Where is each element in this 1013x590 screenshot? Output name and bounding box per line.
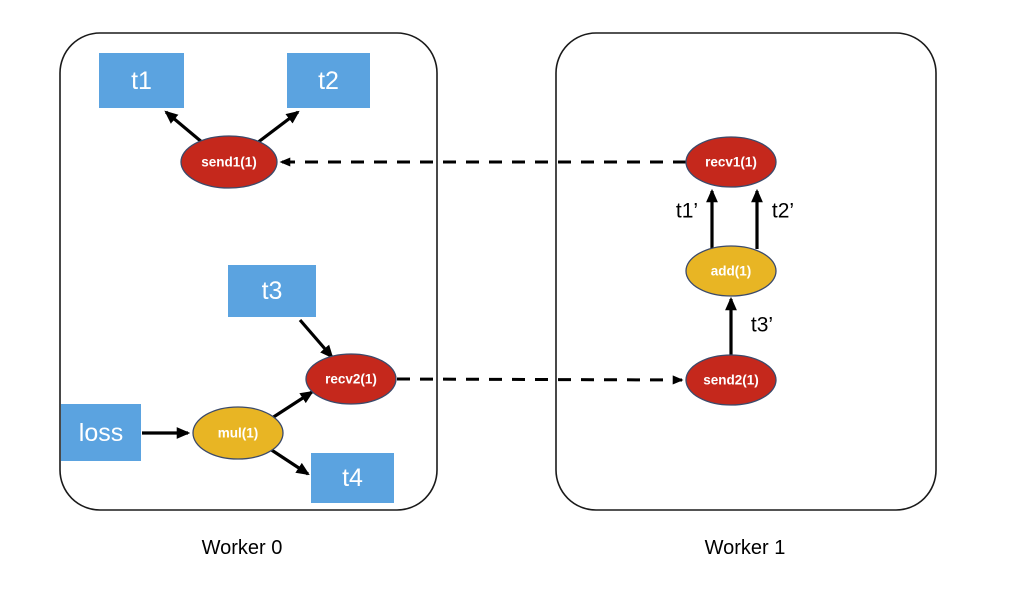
node-t1-shape[interactable] <box>99 53 184 108</box>
node-mul[interactable]: mul(1) <box>192 406 284 460</box>
edge-send1-to-t2 <box>256 110 300 145</box>
node-add[interactable]: add(1) <box>685 245 777 297</box>
node-loss-label: loss <box>79 419 123 447</box>
node-send2-label: send2(1) <box>703 373 759 388</box>
node-t4-shape[interactable] <box>311 453 394 503</box>
edge-t3-to-recv2 <box>298 318 334 359</box>
node-add-label: add(1) <box>711 264 752 279</box>
worker-0-caption: Worker 0 <box>202 537 283 559</box>
node-t2-label: t2 <box>318 67 339 95</box>
edge-labels-group: t1’ t2’ t3’ <box>676 200 794 337</box>
node-send2[interactable]: send2(1) <box>685 354 777 406</box>
node-recv1[interactable]: recv1(1) <box>685 136 777 188</box>
edge-label-t3-prime: t3’ <box>751 314 773 337</box>
node-send1-label: send1(1) <box>201 155 257 170</box>
node-t2[interactable]: t2 <box>287 53 370 108</box>
node-recv1-shape[interactable] <box>685 136 777 188</box>
worker-1-edges-group <box>706 188 763 357</box>
node-send2-shape[interactable] <box>685 354 777 406</box>
edge-recv2-to-send2 <box>396 375 684 385</box>
edge-label-t2-prime: t2’ <box>772 200 794 223</box>
node-t3-label: t3 <box>262 277 283 305</box>
node-recv2[interactable]: recv2(1) <box>305 353 397 405</box>
worker-0-nodes-group: t1 t2 send1(1) t3 recv2(1) loss <box>61 53 397 503</box>
node-t1-label: t1 <box>131 67 152 95</box>
node-t4[interactable]: t4 <box>311 453 394 503</box>
edge-label-t1-prime: t1’ <box>676 200 698 223</box>
worker-0-frame <box>59 32 438 511</box>
node-t3[interactable]: t3 <box>228 265 316 317</box>
edge-send1-to-t1 <box>164 110 205 145</box>
node-mul-label: mul(1) <box>218 426 259 441</box>
node-loss-shape[interactable] <box>61 404 141 461</box>
worker-0-edges-group <box>142 110 334 476</box>
node-t1[interactable]: t1 <box>99 53 184 108</box>
cross-worker-edges-group <box>279 157 686 385</box>
node-t2-shape[interactable] <box>287 53 370 108</box>
node-t4-label: t4 <box>342 464 363 492</box>
node-send1-shape[interactable] <box>180 135 278 189</box>
worker-1-caption: Worker 1 <box>705 537 786 559</box>
node-add-shape[interactable] <box>685 245 777 297</box>
edge-mul-to-recv2 <box>271 390 314 420</box>
node-recv1-label: recv1(1) <box>705 155 757 170</box>
node-send1[interactable]: send1(1) <box>180 135 278 189</box>
node-t3-shape[interactable] <box>228 265 316 317</box>
worker-1-nodes-group: recv1(1) add(1) send2(1) <box>685 136 777 406</box>
node-recv2-label: recv2(1) <box>325 372 377 387</box>
edge-mul-to-t4 <box>269 447 310 476</box>
node-mul-shape[interactable] <box>192 406 284 460</box>
node-loss[interactable]: loss <box>61 404 141 461</box>
worker-frames-group <box>59 32 937 511</box>
worker-captions-group: Worker 0 Worker 1 <box>202 537 786 559</box>
worker-1-frame <box>555 32 937 511</box>
node-recv2-shape[interactable] <box>305 353 397 405</box>
